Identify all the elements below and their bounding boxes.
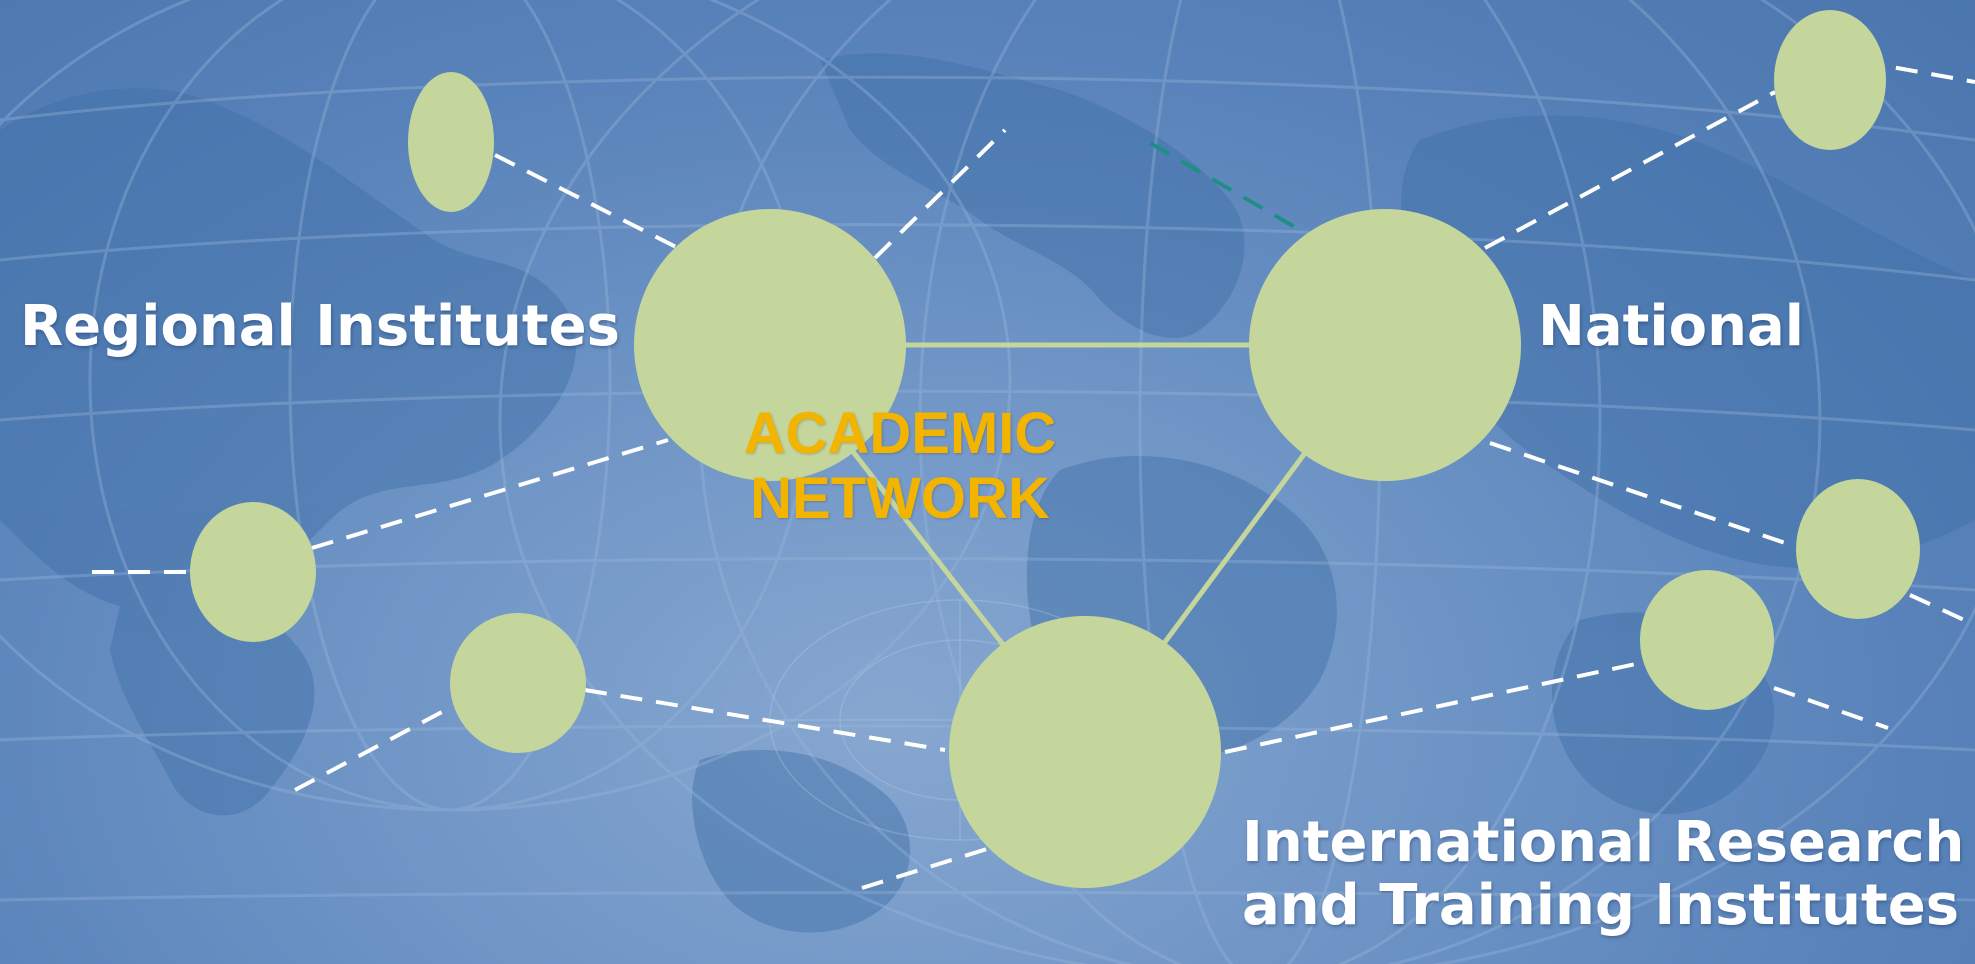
dashed-link — [861, 846, 991, 890]
satellite-node — [190, 502, 316, 642]
satellite-node — [408, 72, 494, 212]
international-institutes-label: International Research and Training Inst… — [1242, 810, 1965, 938]
national-hub-node — [1249, 209, 1521, 481]
title-line-academic: ACADEMIC — [743, 401, 1057, 466]
satellite-node — [1796, 479, 1920, 619]
dashed-link — [873, 128, 1007, 260]
dashed-link — [1489, 441, 1801, 550]
dashed-link — [1824, 53, 1975, 84]
regional-hub-node — [634, 209, 906, 481]
dashed-link — [1773, 686, 1889, 730]
academic-network-title: ACADEMIC NETWORK — [715, 401, 1085, 532]
satellite-node — [1640, 570, 1774, 710]
international-label-line2: and Training Institutes — [1242, 872, 1960, 938]
satellite-node — [1774, 10, 1886, 150]
international-label-line1: International Research — [1242, 810, 1965, 875]
dashed-link — [494, 153, 679, 250]
dashed-link — [294, 703, 456, 792]
satellite-node — [450, 613, 586, 753]
accent-dashed-link — [1148, 141, 1302, 232]
dashed-link — [311, 438, 669, 550]
regional-institutes-label: Regional Institutes — [20, 294, 620, 359]
title-line-network: NETWORK — [750, 465, 1050, 531]
dashed-link — [584, 688, 946, 752]
international-hub-node — [949, 616, 1221, 888]
national-label: National — [1538, 294, 1804, 359]
dashed-link — [1484, 90, 1776, 250]
dashed-link — [1224, 660, 1646, 754]
dashed-link — [1909, 593, 1975, 627]
